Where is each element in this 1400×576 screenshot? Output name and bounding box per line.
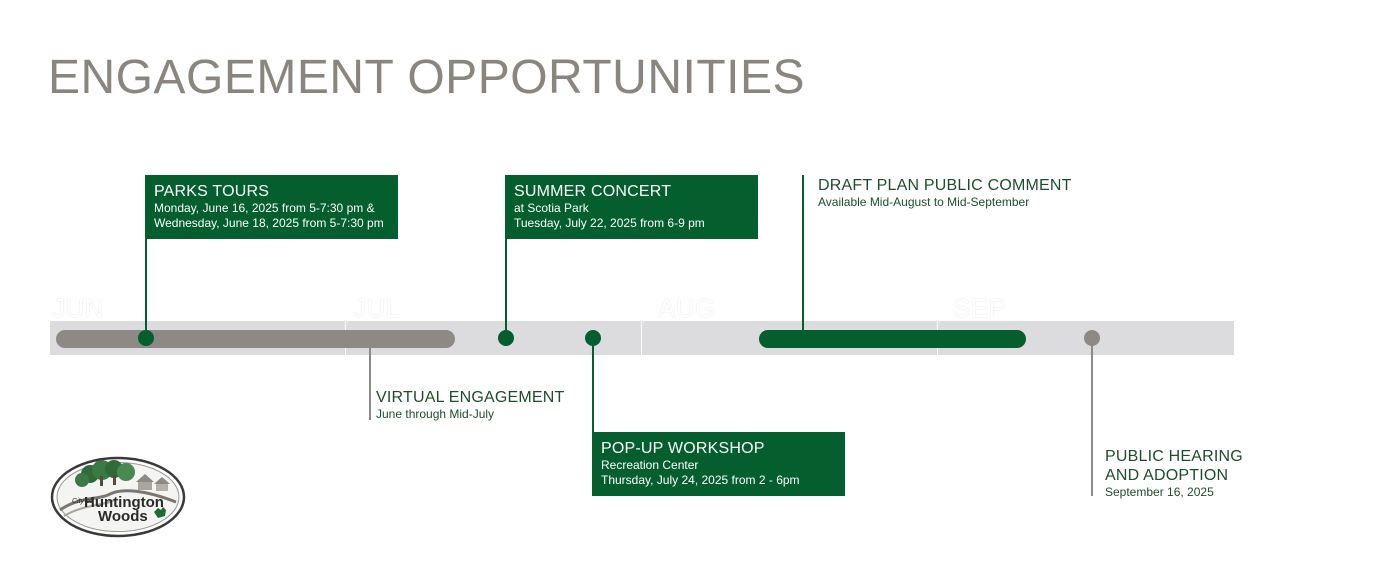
logo-text-huntington: Huntington (84, 494, 164, 511)
month-divider (641, 321, 642, 355)
parks-tours-callout: PARKS TOURS Monday, June 16, 2025 from 5… (145, 175, 398, 239)
parks-tours-date-1: Monday, June 16, 2025 from 5-7:30 pm & (154, 201, 375, 215)
popup-workshop-location: Recreation Center (601, 458, 699, 472)
road-icon-secondary (63, 499, 115, 517)
public-hearing-date: September 16, 2025 (1105, 485, 1214, 499)
draft-plan-range-bar (759, 330, 1026, 348)
summer-concert-heading: SUMMER CONCERT (514, 183, 672, 200)
summer-concert-marker (498, 330, 514, 346)
month-label-jun: JUN (52, 293, 105, 323)
public-hearing-connector (1091, 338, 1093, 496)
michigan-icon (154, 507, 166, 518)
summer-concert-date: Tuesday, July 22, 2025 from 6-9 pm (514, 216, 705, 230)
page-title: ENGAGEMENT OPPORTUNITIES (48, 51, 806, 104)
public-hearing-label: PUBLIC HEARING AND ADOPTION September 16… (1105, 447, 1243, 500)
draft-plan-label: DRAFT PLAN PUBLIC COMMENT Available Mid-… (818, 176, 1072, 210)
virtual-engagement-label: VIRTUAL ENGAGEMENT June through Mid-July (376, 388, 565, 422)
popup-workshop-date: Thursday, July 24, 2025 from 2 - 6pm (601, 473, 800, 487)
trees-icon (75, 460, 135, 487)
month-label-sep: SEP (953, 293, 1007, 323)
popup-workshop-heading: POP-UP WORKSHOP (601, 440, 765, 457)
public-hearing-heading-1: PUBLIC HEARING (1105, 448, 1243, 465)
draft-plan-heading: DRAFT PLAN PUBLIC COMMENT (818, 177, 1072, 194)
road-icon (59, 489, 177, 512)
virtual-engagement-heading: VIRTUAL ENGAGEMENT (376, 389, 565, 406)
public-hearing-marker (1084, 330, 1100, 346)
logo-text-city-of: City of (72, 498, 93, 505)
parks-tours-connector (145, 238, 147, 338)
summer-concert-location: at Scotia Park (514, 201, 589, 215)
parks-tours-heading: PARKS TOURS (154, 183, 270, 200)
draft-plan-subtext: Available Mid-August to Mid-September (818, 195, 1030, 209)
draft-plan-connector (802, 175, 804, 338)
popup-workshop-marker (585, 330, 601, 346)
logo-text-woods: Woods (98, 508, 148, 525)
summer-concert-connector (505, 238, 507, 338)
summer-concert-callout: SUMMER CONCERT at Scotia Park Tuesday, J… (505, 175, 758, 239)
public-hearing-heading-2: AND ADOPTION (1105, 467, 1229, 484)
popup-workshop-connector (592, 338, 594, 436)
parks-tours-date-2: Wednesday, June 18, 2025 from 5-7:30 pm (154, 216, 384, 230)
houses-icon (136, 474, 170, 491)
virtual-engagement-subtext: June through Mid-July (376, 407, 495, 421)
month-label-jul: JUL (353, 293, 401, 323)
popup-workshop-callout: POP-UP WORKSHOP Recreation Center Thursd… (592, 432, 845, 496)
city-logo: City of Huntington Woods (50, 456, 186, 538)
month-label-aug: AUG (658, 293, 716, 323)
virtual-engagement-connector (369, 346, 371, 420)
virtual-engagement-range-bar (56, 330, 455, 348)
parks-tours-marker (138, 330, 154, 346)
